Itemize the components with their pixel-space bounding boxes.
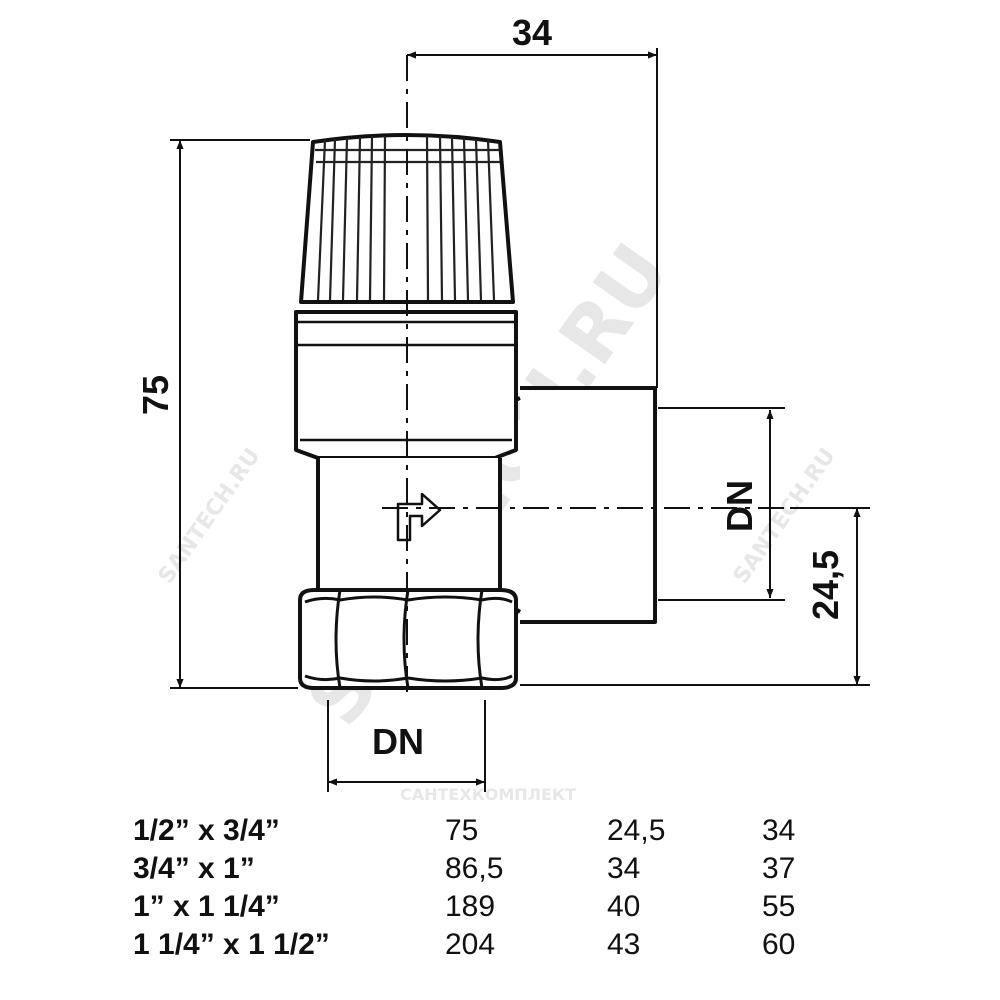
table-row: 1 1/4” x 1 1/2” 204 43 60 [133, 926, 862, 964]
value-cell: 24,5 [607, 814, 666, 847]
value-cell: 75 [445, 814, 479, 847]
centerlines [382, 55, 790, 700]
cap-ribs [315, 135, 500, 301]
watermark-small-left: SANTECH.RU [154, 444, 266, 589]
table-row: 1” x 1 1/4” 189 40 55 [133, 888, 862, 926]
flow-direction-symbol [396, 492, 442, 542]
side-outlet [520, 386, 657, 624]
dim-label-inlet-size: DN [372, 721, 424, 762]
size-table: 1/2” x 3/4” 75 24,5 34 3/4” x 1” 86,5 34… [133, 812, 862, 964]
table-row: 1/2” x 3/4” 75 24,5 34 [133, 812, 862, 850]
size-cell: 3/4” x 1” [133, 852, 255, 885]
value-cell: 189 [445, 890, 496, 923]
value-cell: 86,5 [445, 852, 504, 885]
valve-dimension-drawing: SANTECH.RU SANTECH.RU SANTECH.RU [135, 12, 870, 800]
size-cell: 1” x 1 1/4” [133, 890, 280, 923]
watermark-table: САНТЕХКОМПЛЕКТ [400, 785, 576, 800]
valve-body [294, 133, 657, 690]
dim-label-axis-height: 24,5 [805, 550, 846, 620]
dim-label-height: 75 [135, 375, 176, 415]
value-cell: 37 [762, 852, 796, 885]
size-cell: 1/2” x 3/4” [133, 814, 280, 847]
value-cell: 55 [762, 890, 796, 923]
value-cell: 60 [762, 928, 796, 961]
value-cell: 40 [607, 890, 641, 923]
dim-label-top-width: 34 [512, 12, 552, 53]
size-cell: 1 1/4” x 1 1/2” [133, 928, 330, 961]
dimension-lines [176, 51, 861, 786]
extension-lines [170, 48, 870, 792]
table-row: 3/4” x 1” 86,5 34 37 [133, 850, 862, 888]
value-cell: 204 [445, 928, 496, 961]
value-cell: 43 [607, 928, 641, 961]
value-cell: 34 [762, 814, 796, 847]
value-cell: 34 [607, 852, 641, 885]
dim-label-outlet-size: DN [719, 480, 760, 532]
